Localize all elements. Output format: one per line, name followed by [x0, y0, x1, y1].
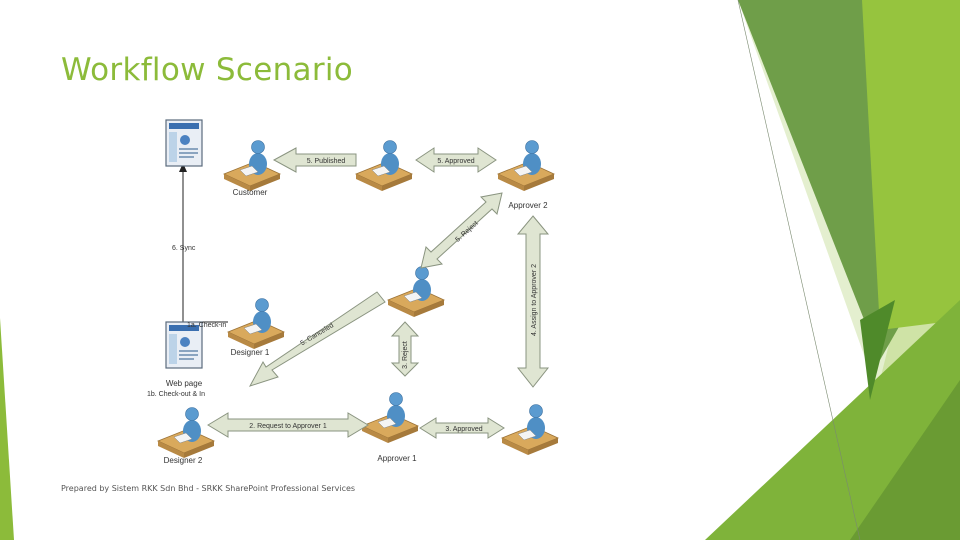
customer-label: Customer: [233, 188, 268, 197]
assign-approver2-label: 4. Assign to Approver 2: [531, 264, 538, 336]
customer-person-icon: [223, 140, 281, 192]
approved3-arrow: [419, 417, 505, 439]
checkout-label: 1b. Check-out & In: [147, 391, 205, 398]
designer2-label: Designer 2: [164, 456, 203, 465]
sync-arrowhead: [179, 163, 187, 172]
reviewer-person-icon: [355, 140, 413, 192]
webpage-label: Web page: [166, 379, 203, 388]
published-arrow: [272, 147, 357, 173]
designer2-person-icon: [157, 407, 215, 459]
approver1-person-icon: [361, 392, 419, 444]
assign-approver2-arrow: [516, 215, 550, 388]
reject3-label: 3. Reject: [402, 341, 409, 369]
approver2-label: Approver 2: [508, 201, 548, 210]
reject5-arrow: [420, 192, 503, 269]
slide-title: Workflow Scenario: [61, 52, 354, 88]
designer1-person-icon: [227, 298, 285, 350]
request-approver1-arrow: [207, 412, 369, 438]
editor-person-icon: [387, 266, 445, 318]
bottom-dark-wedge: [850, 380, 960, 540]
left-edge-sliver: [0, 318, 14, 540]
reject3-arrow: [390, 321, 420, 377]
approved5-arrow: [415, 147, 497, 173]
approved5-label: 5. Approved: [437, 158, 474, 165]
slide-footer: Prepared by Sistem RKK Sdn Bhd - SRKK Sh…: [61, 484, 356, 493]
designer1-label: Designer 1: [231, 348, 270, 357]
approver1-desk-icon: [501, 404, 559, 456]
bright-green-wedge: [862, 0, 960, 330]
approver1-label: Approver 1: [377, 454, 417, 463]
canceled-arrow: [248, 291, 386, 387]
decor-line: [737, 0, 861, 540]
center-dark-strip: [860, 300, 895, 400]
request-approver1-label: 2. Request to Approver 1: [249, 423, 327, 430]
checkin-label: 1a. Check-in: [187, 322, 226, 329]
customer-screen-icon: [165, 119, 203, 167]
sync-label: 6. Sync: [172, 245, 196, 252]
approved3-label: 3. Approved: [445, 426, 482, 433]
published-label: 5. Published: [307, 158, 346, 165]
approver2-person-icon: [497, 140, 555, 192]
